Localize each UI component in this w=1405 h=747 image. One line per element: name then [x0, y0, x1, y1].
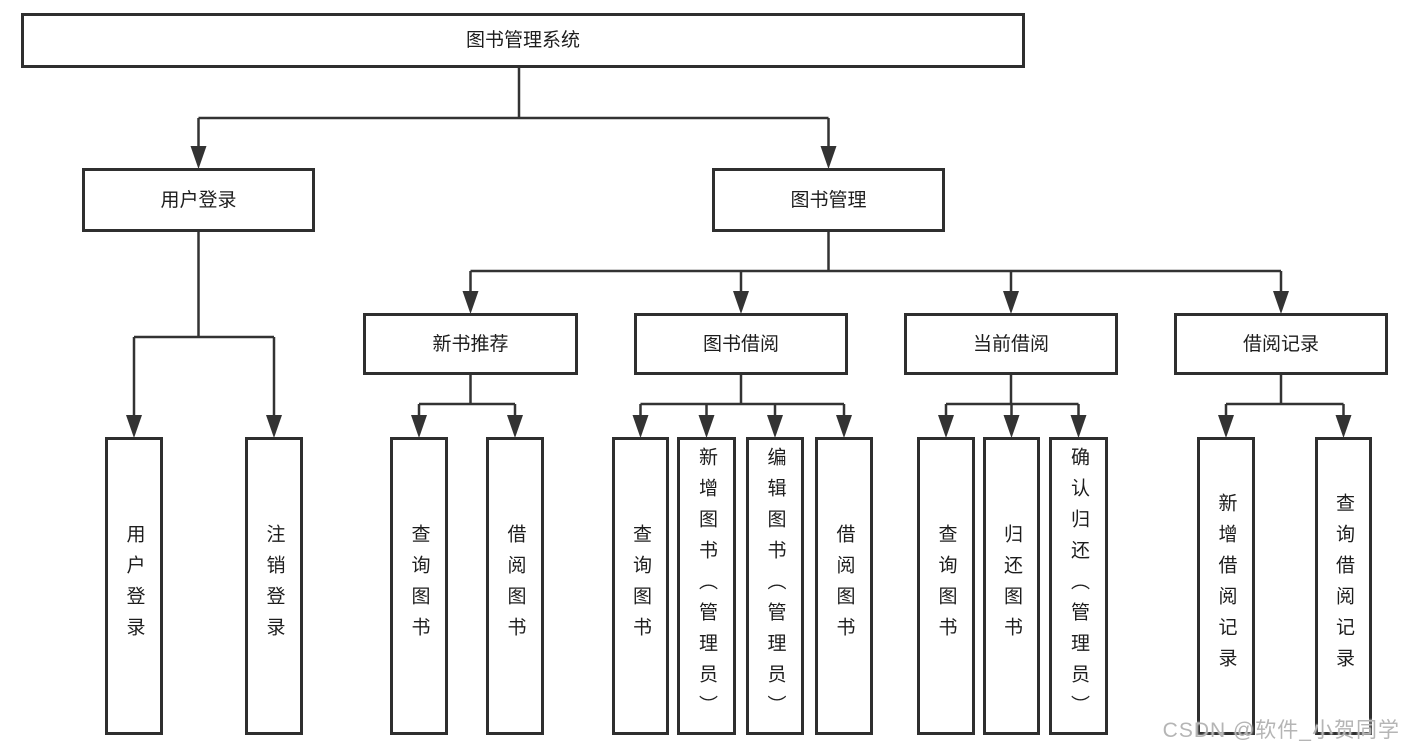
arrowhead-down-icon — [1218, 415, 1234, 438]
node-leaf-borrow-query: 查询图书 — [612, 437, 669, 735]
node-leaf-cur-query: 查询图书 — [917, 437, 975, 735]
arrowhead-down-icon — [190, 146, 207, 169]
node-leaf-borrow-add: 新增图书（管理员） — [677, 437, 736, 735]
node-label: 借阅记录 — [1242, 333, 1319, 355]
node-records: 借阅记录 — [1174, 313, 1388, 375]
node-mgmt: 图书管理 — [712, 168, 945, 232]
arrowhead-down-icon — [632, 415, 649, 438]
node-label: 查询图书 — [408, 524, 430, 648]
node-label: 借阅图书 — [833, 524, 855, 648]
arrowhead-down-icon — [938, 415, 954, 438]
node-label: 用户登录 — [160, 189, 237, 211]
node-leaf-borrow-borrow: 借阅图书 — [815, 437, 873, 735]
node-leaf-logout: 注销登录 — [245, 437, 303, 735]
node-label: 注销登录 — [263, 524, 285, 648]
node-borrow: 图书借阅 — [634, 313, 848, 375]
arrowhead-down-icon — [820, 146, 837, 169]
node-label: 图书借阅 — [702, 333, 779, 355]
node-leaf-borrow-edit: 编辑图书（管理员） — [746, 437, 804, 735]
watermark: CSDN @软件_小贺同学 — [1162, 719, 1400, 742]
node-rec: 新书推荐 — [363, 313, 578, 375]
node-label: 编辑图书（管理员） — [764, 446, 786, 726]
node-label: 图书管理系统 — [465, 30, 580, 51]
node-label: 新书推荐 — [432, 333, 509, 355]
node-leaf-rec-query: 查询图书 — [390, 437, 448, 735]
connector-path — [132, 68, 1345, 418]
node-label: 当前借阅 — [972, 333, 1049, 355]
node-leaf-rec2-add: 新增借阅记录 — [1197, 437, 1255, 735]
node-label: 确认归还（管理员） — [1068, 446, 1089, 726]
node-leaf-rec-borrow: 借阅图书 — [486, 437, 544, 735]
arrowhead-down-icon — [266, 415, 282, 438]
node-label: 用户登录 — [123, 524, 145, 648]
node-label: 借阅图书 — [504, 524, 526, 648]
node-current: 当前借阅 — [904, 313, 1118, 375]
arrowhead-down-icon — [698, 415, 715, 438]
node-label: 图书管理 — [790, 189, 867, 211]
node-leaf-cur-return: 归还图书 — [983, 437, 1040, 735]
arrowhead-down-icon — [1335, 415, 1352, 438]
arrowhead-down-icon — [507, 415, 523, 438]
arrowhead-down-icon — [767, 415, 783, 438]
node-label: 查询借阅记录 — [1333, 493, 1354, 679]
arrowhead-down-icon — [462, 291, 479, 314]
node-leaf-cur-confirm: 确认归还（管理员） — [1049, 437, 1108, 735]
arrowhead-down-icon — [126, 415, 142, 438]
arrowhead-down-icon — [733, 291, 749, 314]
node-label: 查询图书 — [935, 524, 957, 648]
node-label: 归还图书 — [1001, 524, 1022, 648]
arrowhead-down-icon — [1070, 415, 1087, 438]
node-label: 新增借阅记录 — [1215, 493, 1237, 679]
node-root: 图书管理系统 — [21, 13, 1025, 68]
arrowhead-down-icon — [1003, 415, 1020, 438]
arrowhead-down-icon — [1273, 291, 1289, 314]
arrowhead-down-icon — [411, 415, 427, 438]
node-leaf-rec2-query: 查询借阅记录 — [1315, 437, 1372, 735]
node-label: 新增图书（管理员） — [696, 446, 717, 726]
arrowhead-down-icon — [1003, 291, 1019, 314]
arrowhead-down-icon — [836, 415, 852, 438]
node-leaf-user-login: 用户登录 — [105, 437, 163, 735]
node-label: 查询图书 — [630, 524, 651, 648]
node-login: 用户登录 — [82, 168, 315, 232]
